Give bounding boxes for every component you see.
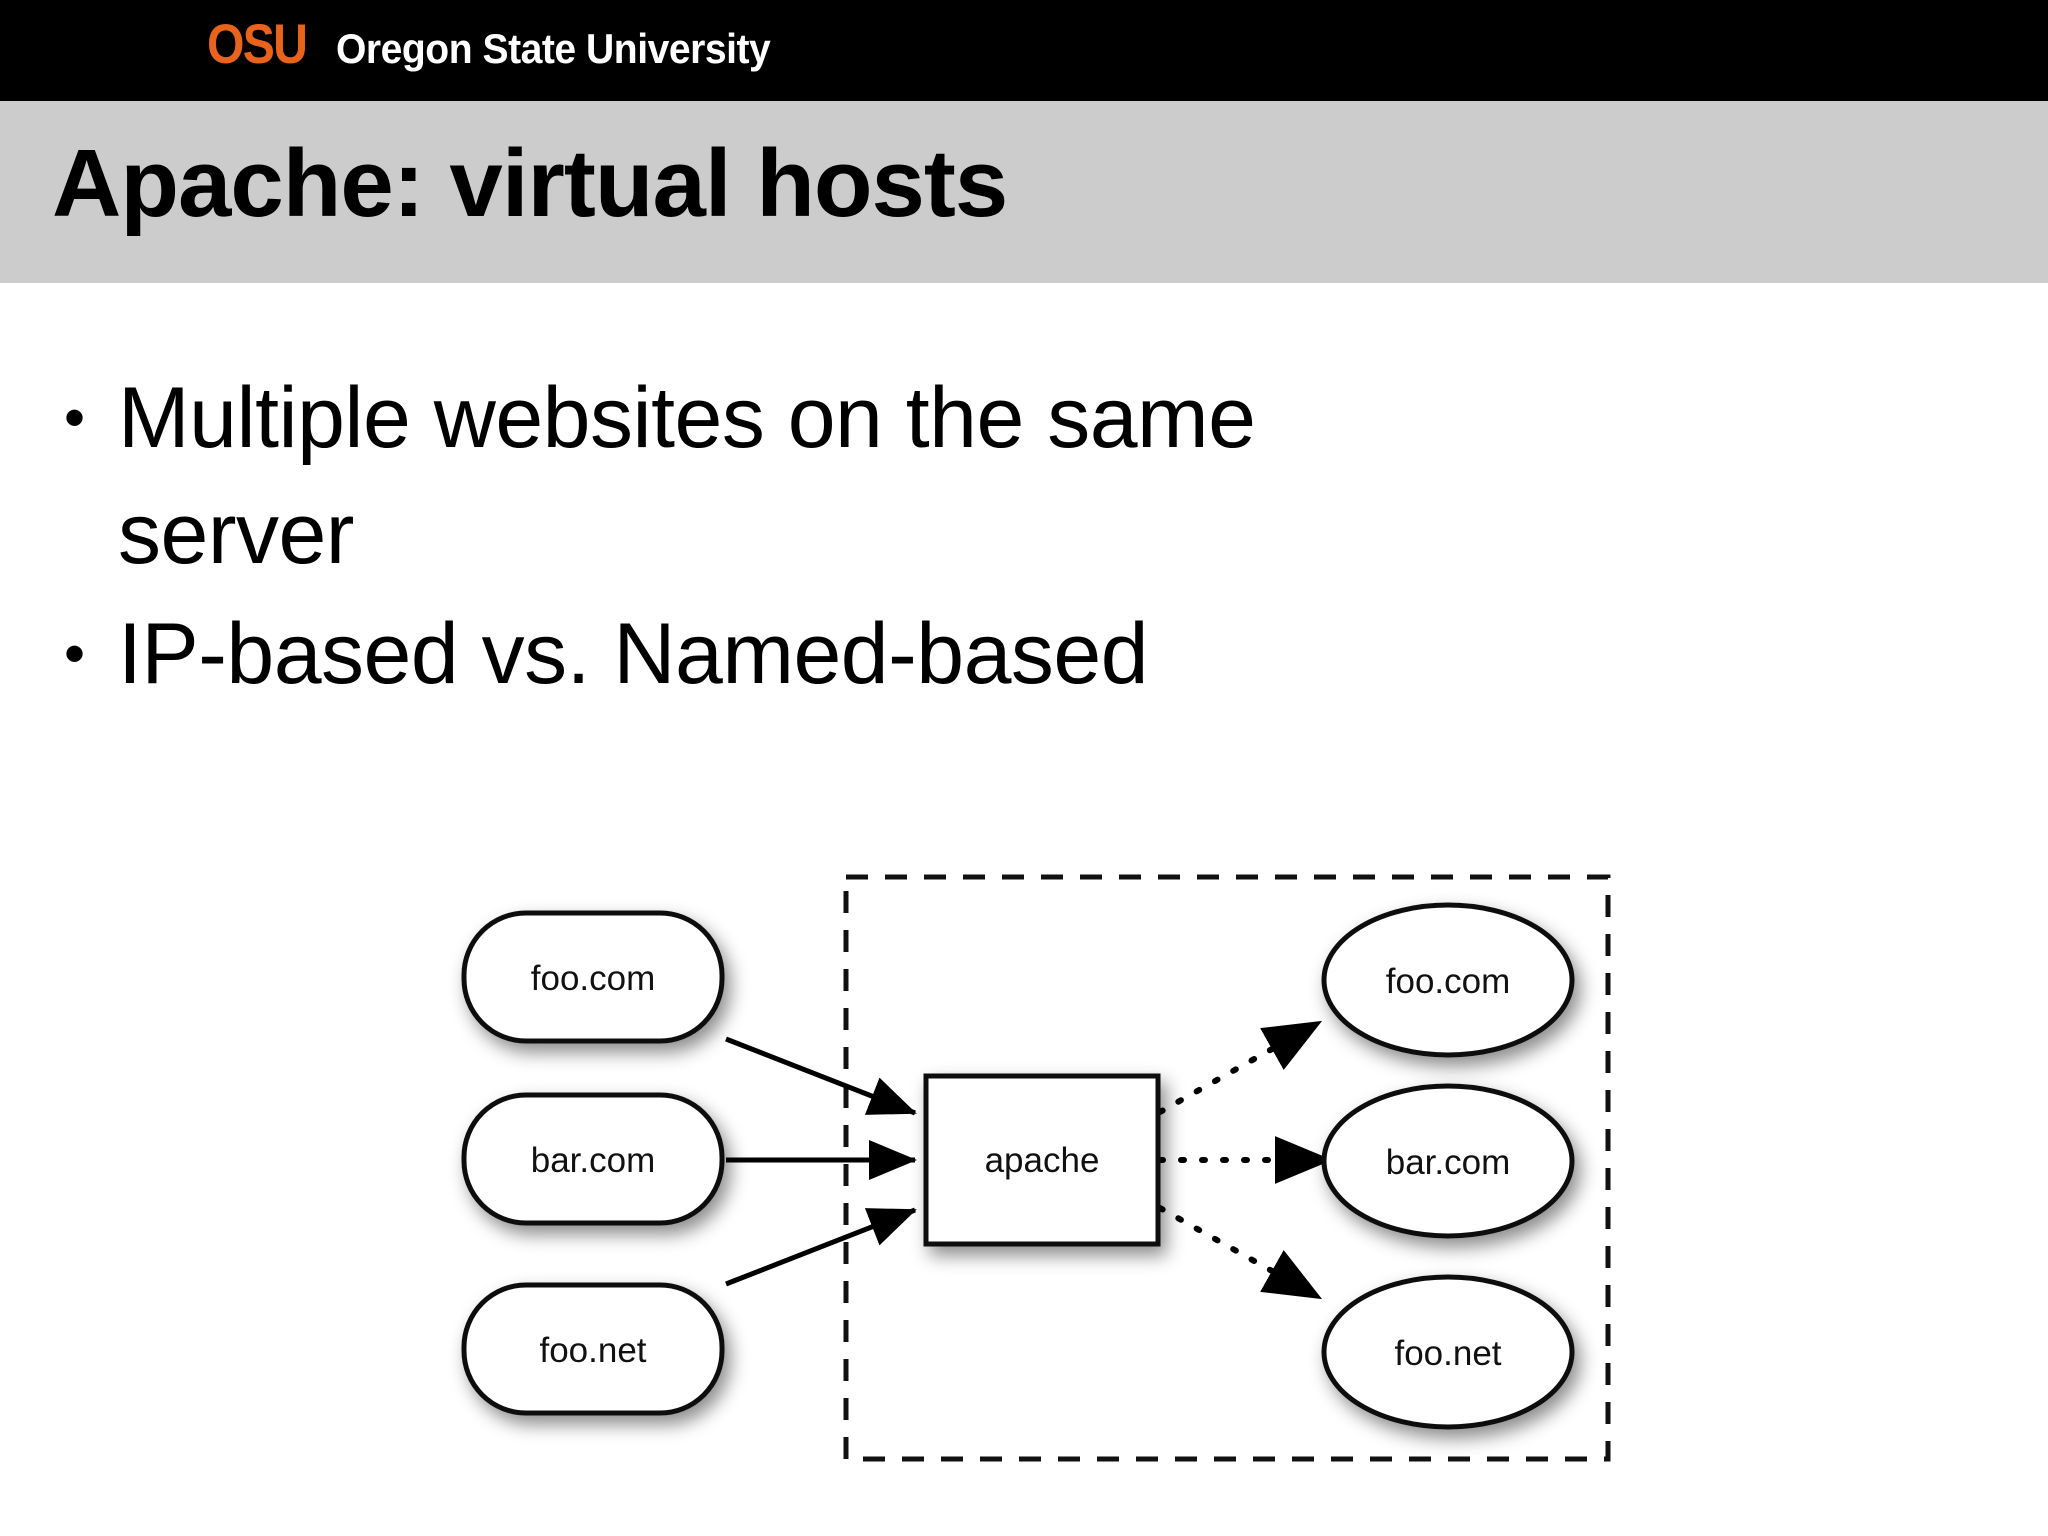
osu-logo-lockup: OSU Oregon State University [207, 16, 803, 72]
vhost-node-bar-com: bar.com [1321, 1083, 1575, 1239]
edge-apache-to-vhost-foo-com [1157, 1019, 1323, 1115]
vhost-foo-net-label: foo.net [1394, 1334, 1501, 1373]
vhost-foo-com-label: foo.com [1386, 962, 1511, 1001]
client-node-foo-net: foo.net [461, 1282, 725, 1416]
vhost-foo-net-shape [1321, 1274, 1575, 1430]
client-node-bar-com: bar.com [461, 1092, 725, 1226]
server-boundary-box [843, 874, 1611, 1462]
vhost-bar-com-shape [1321, 1083, 1575, 1239]
client-node-foo-com: foo.com [461, 910, 725, 1044]
client-foo-net-shape [461, 1282, 725, 1416]
apache-server-node: apache [923, 1073, 1161, 1247]
client-foo-com-shape [461, 910, 725, 1044]
slide-title-band: Apache: virtual hosts [0, 101, 2048, 283]
bullet-marker-icon: • [64, 384, 86, 451]
vhost-node-foo-net: foo.net [1321, 1274, 1575, 1430]
osu-monogram-logo: OSU [207, 12, 308, 75]
university-wordmark: Oregon State University [336, 25, 771, 72]
bullet-text: IP-based vs. Named-based [118, 606, 1149, 702]
client-foo-net-label: foo.net [539, 1331, 646, 1370]
list-item: • IP-based vs. Named-based [56, 596, 1756, 712]
client-bar-com-label: bar.com [531, 1141, 656, 1180]
edge-client-foo-com-to-apache [725, 1036, 917, 1116]
bullet-text: Multiple websites on the same server [118, 370, 1256, 582]
apache-box-label: apache [985, 1141, 1100, 1180]
client-foo-com-label: foo.com [531, 959, 656, 998]
client-bar-com-shape [461, 1092, 725, 1226]
vhost-foo-com-shape [1321, 902, 1575, 1058]
edge-apache-to-vhost-foo-net [1157, 1205, 1323, 1301]
vhost-node-foo-com: foo.com [1321, 902, 1575, 1058]
vhost-bar-com-label: bar.com [1386, 1143, 1511, 1182]
edge-group-vhosts [1157, 1019, 1333, 1301]
page-title: Apache: virtual hosts [52, 130, 1008, 237]
bullet-list: • Multiple websites on the same server •… [56, 360, 1756, 716]
apache-box-shape [923, 1073, 1161, 1247]
edge-group-requests [725, 1036, 918, 1287]
list-item: • Multiple websites on the same server [56, 360, 1756, 592]
bullet-marker-icon: • [64, 620, 86, 687]
edge-client-foo-net-to-apache [725, 1207, 917, 1287]
brand-bar: OSU Oregon State University [0, 0, 2048, 101]
